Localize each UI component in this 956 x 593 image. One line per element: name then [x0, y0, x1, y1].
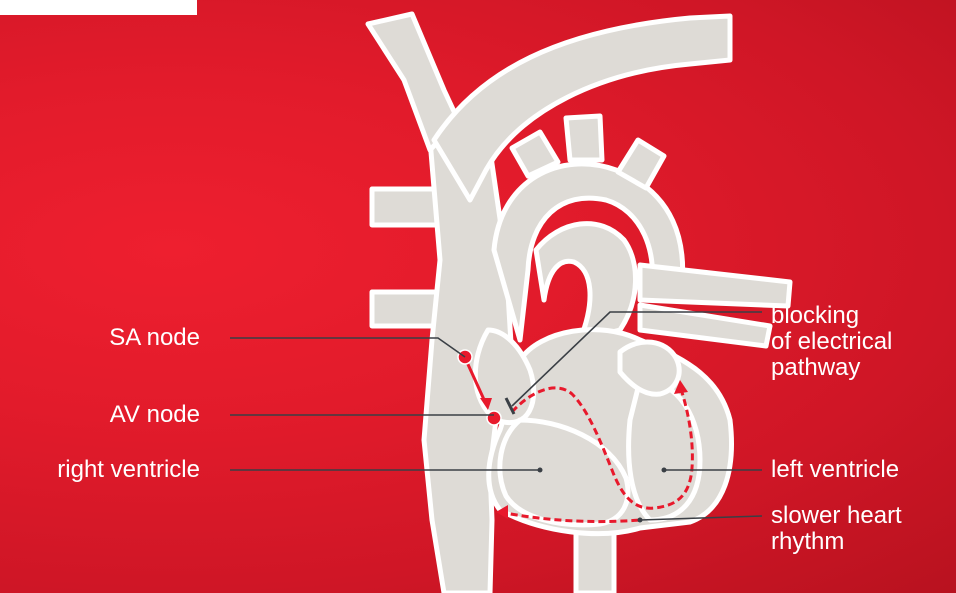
- right-branch-vessel-upper: [640, 265, 790, 306]
- right-ventricle-label: right ventricle: [57, 457, 200, 483]
- right-atrium: [475, 330, 533, 423]
- av-node: [487, 411, 501, 425]
- aortic-branch-2: [566, 116, 602, 160]
- blocking-pathway-label: blocking of electrical pathway: [771, 303, 892, 381]
- dot-left-ventricle: [662, 468, 667, 473]
- heart-vessels: [368, 14, 790, 593]
- blocking-label-line-1: blocking: [771, 303, 892, 329]
- slower-rhythm-line-2: rhythm: [771, 529, 902, 555]
- left-ventricle-label: left ventricle: [771, 457, 899, 483]
- av-node-label: AV node: [110, 402, 200, 428]
- dot-right-ventricle: [538, 468, 543, 473]
- sa-node-label: SA node: [109, 325, 200, 351]
- blocking-label-line-3: pathway: [771, 355, 892, 381]
- dot-slower-rhythm: [638, 518, 643, 523]
- lower-left-branch-vessel: [372, 292, 438, 326]
- blocking-label-line-2: of electrical: [771, 329, 892, 355]
- slower-rhythm-label: slower heart rhythm: [771, 503, 902, 555]
- pulmonary-trunk: [536, 224, 636, 340]
- slower-rhythm-line-1: slower heart: [771, 503, 902, 529]
- right-branch-vessel-lower: [640, 305, 770, 346]
